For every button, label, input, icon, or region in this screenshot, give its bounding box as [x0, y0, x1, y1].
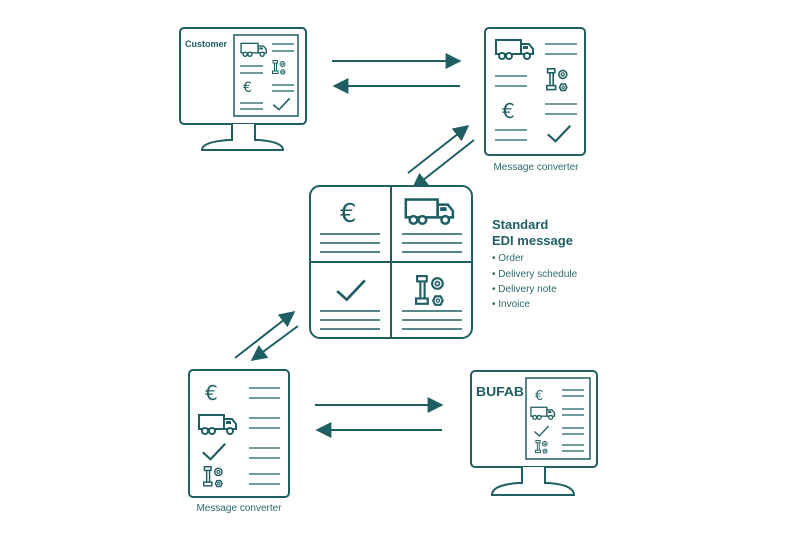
edi-item-delivery-note: • Delivery note	[492, 284, 557, 295]
arrow-edi-to-converter-top	[407, 125, 470, 174]
edi-message-box: €	[309, 185, 473, 339]
euro-icon: €	[243, 80, 252, 96]
converter-top-label: Message converter	[493, 162, 579, 173]
document-lines	[495, 43, 577, 141]
euro-icon: €	[340, 199, 357, 229]
bufab-logo: BUFAB	[476, 384, 524, 399]
edi-title-line1: Standard	[492, 217, 548, 232]
edi-item-invoice: • Invoice	[492, 299, 530, 310]
customer-document	[233, 34, 299, 117]
supplier-computer: BUFAB €	[470, 370, 598, 496]
edi-title-line2: EDI message	[492, 233, 573, 248]
converter-bottom-label: Message converter	[196, 503, 282, 514]
edi-item-order: • Order	[492, 253, 525, 264]
document-lines	[240, 43, 294, 110]
arrow-converter-bottom-to-edi	[234, 311, 296, 359]
message-converter-bottom: € Message converter	[188, 369, 290, 514]
arrow-edi-to-converter-bottom	[250, 325, 299, 361]
document-lines	[249, 387, 280, 485]
euro-icon: €	[535, 389, 543, 404]
customer-label: Customer	[185, 39, 228, 49]
euro-icon: €	[205, 381, 218, 405]
message-converter-top: € Message converter	[484, 27, 586, 173]
arrow-converter-top-to-edi	[411, 139, 475, 189]
document-lines	[320, 233, 462, 330]
document-lines	[562, 389, 584, 452]
euro-icon: €	[502, 99, 515, 123]
edi-item-delivery-schedule: • Delivery schedule	[492, 269, 578, 280]
customer-computer: Customer €	[179, 27, 307, 151]
edi-legend: Standard EDI message • Order • Delivery …	[492, 217, 578, 310]
